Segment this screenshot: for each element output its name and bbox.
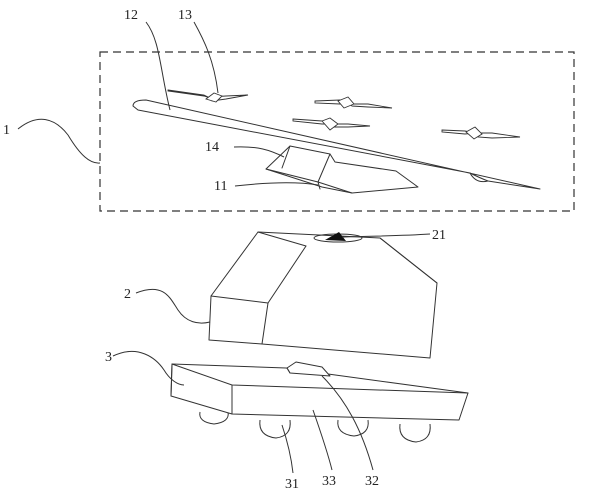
chassis-connector <box>286 361 331 377</box>
label-12: 12 <box>124 8 138 23</box>
label-33: 33 <box>322 474 336 489</box>
label-14: 14 <box>205 140 219 155</box>
propeller-1 <box>167 89 249 103</box>
chassis <box>170 361 469 443</box>
label-32: 32 <box>365 474 379 489</box>
body-block <box>208 231 438 359</box>
reference-labels: 1 12 13 14 11 2 21 3 31 33 32 <box>3 8 446 492</box>
label-11: 11 <box>214 179 227 194</box>
propeller-3 <box>292 117 371 131</box>
wing <box>132 99 541 190</box>
wheels <box>199 411 431 443</box>
label-31: 31 <box>285 477 299 492</box>
label-2: 2 <box>124 287 131 302</box>
leader-lines <box>17 21 431 474</box>
label-3: 3 <box>105 350 112 365</box>
propellers <box>167 89 521 140</box>
propeller-4 <box>441 126 521 140</box>
flying-module-boundary <box>99 51 575 212</box>
propeller-2 <box>314 96 393 109</box>
label-21: 21 <box>432 228 446 243</box>
fuselage <box>265 145 419 194</box>
top-socket-marker <box>325 232 346 241</box>
label-1: 1 <box>3 123 10 138</box>
label-13: 13 <box>178 8 192 23</box>
